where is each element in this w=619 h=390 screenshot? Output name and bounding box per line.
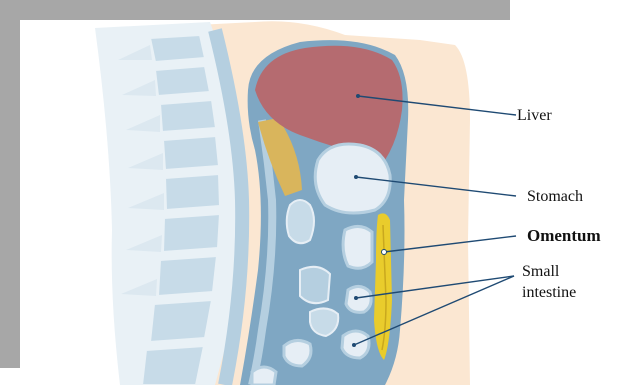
intestine-loop-2 <box>346 286 371 312</box>
label-liver: Liver <box>517 106 552 125</box>
intestine-loop-1 <box>343 226 372 268</box>
frame-left-bar <box>0 0 20 368</box>
stomach <box>315 144 390 213</box>
label-small-intestine-line-2: intestine <box>522 283 576 302</box>
frame-top-bar <box>0 0 510 20</box>
intestine-loop-4 <box>300 267 330 303</box>
intestine-loop-5 <box>284 340 311 366</box>
kidney <box>287 200 314 243</box>
intestine-loop-7 <box>310 308 338 336</box>
label-stomach: Stomach <box>527 187 583 206</box>
label-omentum: Omentum <box>527 226 601 245</box>
intestine-loop-6 <box>252 367 276 385</box>
label-small-intestine-line-1: Small <box>522 262 559 281</box>
